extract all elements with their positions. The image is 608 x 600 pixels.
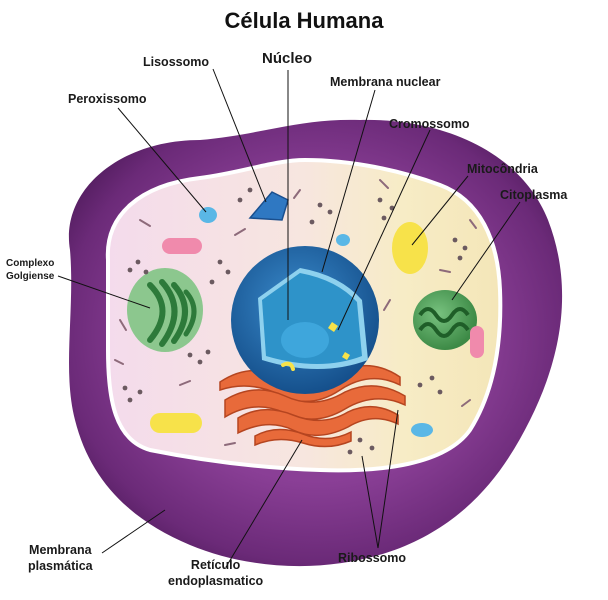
small-vesicle [411,423,433,437]
peroxisome [199,207,217,223]
pink-vesicle [470,326,484,358]
label-lisossomo: Lisossomo [143,55,209,69]
label-membrana-nuclear: Membrana nuclear [330,75,441,89]
label-mitocondria: Mitocôndria [467,162,538,176]
yellow-vesicle [150,413,202,433]
label-peroxissomo: Peroxissomo [68,92,147,106]
label-reticulo-endoplasmatico-line1: Retículo [190,558,241,572]
mitochondrion [413,290,477,350]
label-citoplasma: Citoplasma [500,188,568,202]
diagram-title: Célula Humana [224,8,384,33]
leader-lines [57,68,521,568]
label-ribossomo: Ribossomo [338,551,407,565]
label-membrana-plasmatica: Membrana plasmática [28,543,93,574]
label-complexo-golgiense-line2: Golgiense [6,271,55,282]
cytoskeleton [114,179,477,446]
golgi-apparatus [127,268,203,352]
yellow-vesicle [392,222,428,274]
label-complexo-golgiense: Complexo Golgiense [6,257,54,283]
label-membrana-plasmatica-line2: plasmática [28,558,93,573]
pink-vesicle [162,238,202,254]
label-nucleo: Núcleo [262,50,313,67]
label-reticulo-endoplasmatico: Retículo endoplasmatico [168,558,263,589]
label-complexo-golgiense-line1: Complexo [6,258,55,269]
label-cromossomo: Cromossomo [389,117,470,131]
nucleus [231,246,379,394]
label-membrana-plasmatica-line1: Membrana [29,543,92,557]
label-reticulo-endoplasmatico-line2: endoplasmatico [168,573,264,588]
small-vesicle [336,234,350,246]
